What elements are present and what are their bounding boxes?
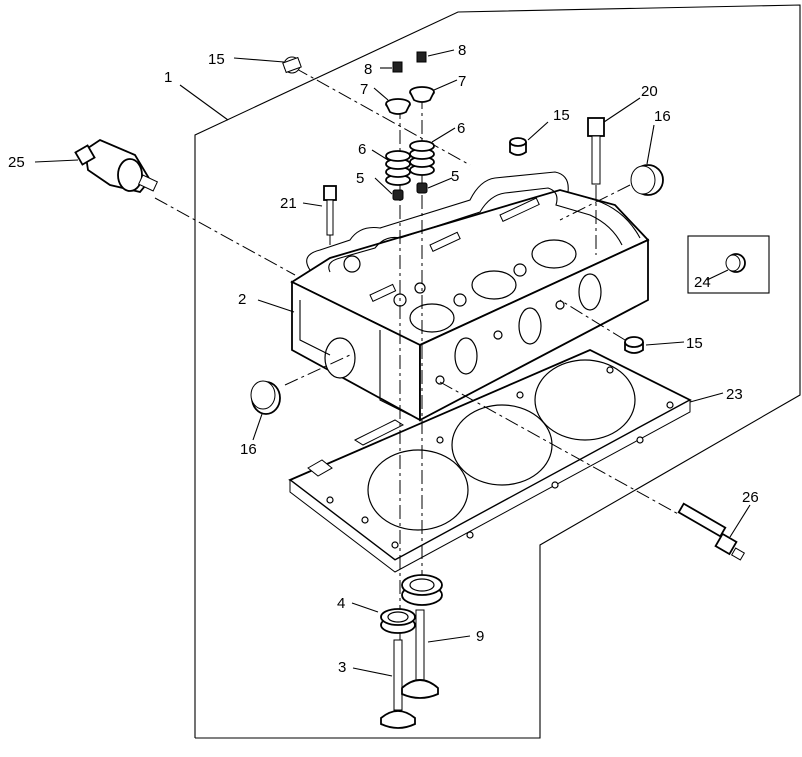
inset-box	[687, 235, 770, 294]
valve-stem-seal-right	[416, 182, 428, 194]
callout-3: 3	[338, 659, 346, 676]
callout-2: 2	[238, 291, 246, 308]
callout-23: 23	[726, 386, 743, 403]
valve-spring-left	[385, 150, 411, 186]
callout-6-left: 6	[358, 141, 366, 158]
callout-15-side: 15	[686, 335, 703, 352]
spring-retainer-left	[385, 98, 411, 115]
callout-5-right: 5	[451, 168, 459, 185]
callout-15-top: 15	[553, 107, 570, 124]
callout-9: 9	[476, 628, 484, 645]
assembly-centerlines	[154, 67, 681, 700]
callout-7-right: 7	[458, 73, 466, 90]
valve-stem-seal-left	[392, 189, 404, 201]
plug-top-center	[509, 137, 527, 156]
callout-8-left: 8	[364, 61, 372, 78]
callout-labels: 1 2 3 4 5 5 6 6 7 7 8 8 9 15 15 15 16 16…	[8, 42, 759, 676]
callout-15-top-left: 15	[208, 51, 225, 68]
callout-7-left: 7	[360, 81, 368, 98]
callout-20: 20	[641, 83, 658, 100]
valve-spring-right	[409, 140, 435, 176]
head-bolt-short	[323, 185, 337, 236]
expansion-plug-right	[630, 164, 664, 196]
valve-keeper-right	[416, 51, 427, 63]
spring-retainer-right	[409, 86, 435, 103]
valve-exhaust	[380, 639, 416, 729]
callout-26: 26	[742, 489, 759, 506]
head-gasket	[288, 349, 692, 573]
head-bolt-long	[587, 117, 605, 185]
plug-top-left	[282, 56, 302, 74]
valve-seat-insert-lower	[380, 608, 416, 634]
temperature-sender	[74, 138, 159, 194]
callout-6-right: 6	[457, 120, 465, 137]
callout-16-left: 16	[240, 441, 257, 458]
assembly-boundary	[194, 4, 801, 739]
inset-plug	[725, 253, 746, 273]
callout-8-right: 8	[458, 42, 466, 59]
expansion-plug-left	[250, 380, 281, 415]
callout-1: 1	[164, 69, 172, 86]
callout-16-right: 16	[654, 108, 671, 125]
callout-21: 21	[280, 195, 297, 212]
glow-plug	[677, 502, 746, 561]
callout-5-left: 5	[356, 170, 364, 187]
valve-seat-insert-upper	[401, 574, 443, 606]
leader-lines	[34, 49, 751, 677]
cylinder-head	[290, 171, 650, 422]
valve-keeper-left	[392, 61, 403, 73]
callout-24: 24	[694, 274, 711, 291]
callout-25: 25	[8, 154, 25, 171]
callout-4: 4	[337, 595, 345, 612]
valve-intake	[401, 609, 439, 699]
plug-side	[624, 336, 644, 354]
